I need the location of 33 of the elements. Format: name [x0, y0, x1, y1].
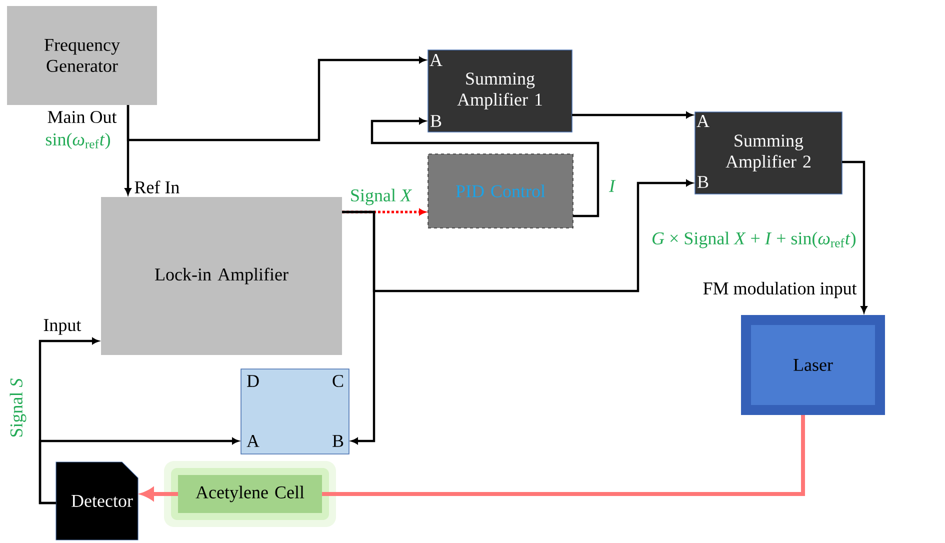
port-label: A	[696, 115, 710, 127]
controller-box: PID Control	[428, 154, 574, 228]
box: Lock-in Amplifier	[101, 197, 342, 355]
laser-box: Laser	[741, 315, 885, 415]
oscilloscope-box	[240, 368, 350, 454]
port-label: Input	[44, 319, 82, 335]
port-label: A	[430, 54, 442, 66]
arrow	[141, 488, 178, 500]
arrow	[842, 160, 868, 313]
port-label: D	[247, 375, 259, 387]
port-label: Main Out	[48, 110, 117, 124]
arrow	[342, 208, 426, 216]
arrow	[38, 438, 239, 504]
port-label: C	[332, 374, 344, 388]
port-label: B	[430, 115, 442, 127]
arrow	[370, 118, 600, 218]
edge-label: Signal X	[348, 187, 414, 207]
edge-label: G × Signal X + I + sin(ω$_{ref}$t)	[650, 230, 858, 250]
gas-cell: Acetylene Cell	[164, 461, 336, 527]
port-label: FM modulation input	[703, 282, 857, 298]
arrow	[572, 112, 693, 118]
port-label: B	[698, 176, 708, 188]
port-label: B	[332, 435, 344, 447]
port-label: Ref In	[134, 180, 180, 194]
signal-label: sin(ω$_{ref}$t)	[46, 132, 110, 150]
box: Frequency Generator	[7, 6, 157, 105]
arrow	[124, 105, 132, 195]
edge-label: I	[608, 178, 616, 194]
detector-box: Detector	[56, 462, 138, 540]
port-label: A	[246, 435, 260, 447]
arrow	[126, 56, 426, 142]
arrow	[342, 180, 693, 292]
edge-label: Signal S	[8, 376, 28, 440]
